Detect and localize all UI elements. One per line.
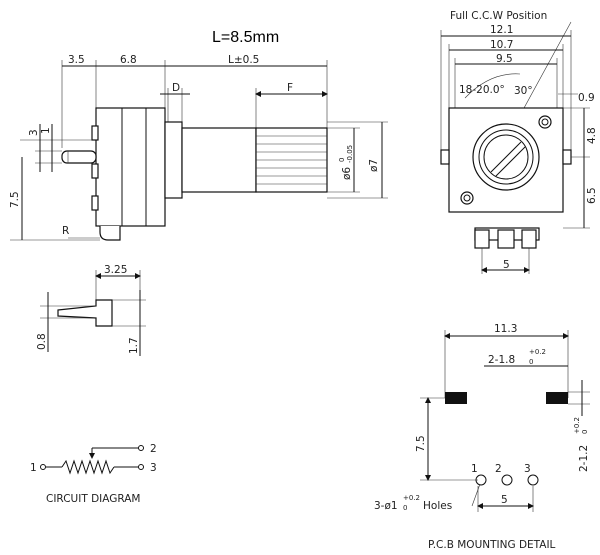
side-view: 3.5 6.8 L±0.5 D F (9, 54, 388, 241)
length-title: L=8.5mm (212, 29, 279, 46)
pcb-dim-7-5: 7.5 (415, 435, 427, 452)
pcb-hole-2 (501, 474, 513, 486)
pcb-holes-tol-low: 0 (403, 504, 407, 512)
pcb-pad-left (445, 392, 467, 404)
pcb-hole-1 (475, 474, 487, 486)
dim-10-7: 10.7 (490, 39, 513, 51)
pcb-dim-5: 5 (501, 494, 508, 506)
dim-6-8: 6.8 (120, 54, 137, 66)
dim-shaft-tol-bottom: -0.05 (346, 145, 354, 163)
dim-f: F (287, 82, 293, 94)
pcb-pin-3: 3 (524, 463, 531, 475)
pcb-pin-2: 2 (495, 463, 502, 475)
pcb-hole-3 (527, 474, 539, 486)
dim-length: L±0.5 (228, 54, 259, 66)
dim-d: D (172, 82, 180, 94)
dim-r: R (62, 225, 69, 237)
dim-4-8: 4.8 (586, 127, 598, 144)
pcb-dim-11-3: 11.3 (494, 323, 517, 335)
dim-0-8: 0.8 (36, 333, 48, 350)
pcb-dim-pad2: 2-1.2 (578, 445, 590, 472)
dim-angle-range: 18-20.0° (459, 84, 505, 96)
circuit-caption: CIRCUIT DIAGRAM (46, 493, 141, 505)
dim-shaft-tol-top: 0 (338, 158, 346, 162)
dim-6-5: 6.5 (586, 187, 598, 204)
dim-7-5: 7.5 (9, 191, 21, 208)
bushing (164, 121, 183, 199)
pcb-dim-pad1-tol: +0.2 (529, 348, 546, 356)
pcb-detail: 11.3 2-1.8 +0.2 0 7.5 2-1.2 +0.2 0 1 2 3… (374, 323, 590, 551)
pcb-dim-pad1-tol-low: 0 (529, 358, 533, 366)
pcb-pad-right (546, 392, 568, 404)
housing (95, 107, 166, 227)
pcb-pin-1: 1 (471, 463, 478, 475)
dim-12-1: 12.1 (490, 24, 513, 36)
dim-3: 3 (28, 129, 40, 136)
circuit-pin-2: 2 (150, 443, 157, 455)
shaft (181, 127, 257, 193)
dim-1-7: 1.7 (128, 337, 140, 354)
dim-3-25: 3.25 (104, 264, 127, 276)
position-note: Full C.C.W Position (450, 10, 547, 22)
pcb-dim-pad2-tol-low: 0 (581, 430, 589, 434)
terminal-tab (57, 299, 113, 327)
dim-5: 5 (503, 259, 510, 271)
circuit-diagram: 1 3 2 CIRCUIT DIAGRAM (30, 443, 157, 505)
dim-1: 1 (40, 127, 52, 134)
dim-30-deg: 30° (514, 85, 533, 97)
knurl-lines (256, 135, 327, 185)
dim-7: ø7 (368, 159, 380, 172)
pcb-caption: P.C.B MOUNTING DETAIL (428, 539, 556, 551)
pcb-holes: 3-ø1 (374, 500, 398, 512)
dim-3-5: 3.5 (68, 54, 85, 66)
front-view: Full C.C.W Position 12.1 10.7 9.5 18-20.… (440, 10, 598, 274)
pcb-dim-pad2-tol: +0.2 (573, 417, 581, 434)
dim-9-5: 9.5 (496, 53, 513, 65)
dim-shaft-dia: ø6 (341, 167, 353, 180)
dim-0-9: 0.9 (578, 92, 595, 104)
terminal-pin (61, 150, 97, 164)
terminal-detail: 3.25 0.8 1.7 (36, 264, 146, 356)
pcb-holes-tol: +0.2 (403, 494, 420, 502)
pcb-holes-suffix: Holes (423, 500, 452, 512)
mount-bracket (99, 226, 121, 241)
circuit-pin-1: 1 (30, 462, 37, 474)
pcb-dim-pad1: 2-1.8 (488, 354, 515, 366)
circuit-pin-3: 3 (150, 462, 157, 474)
